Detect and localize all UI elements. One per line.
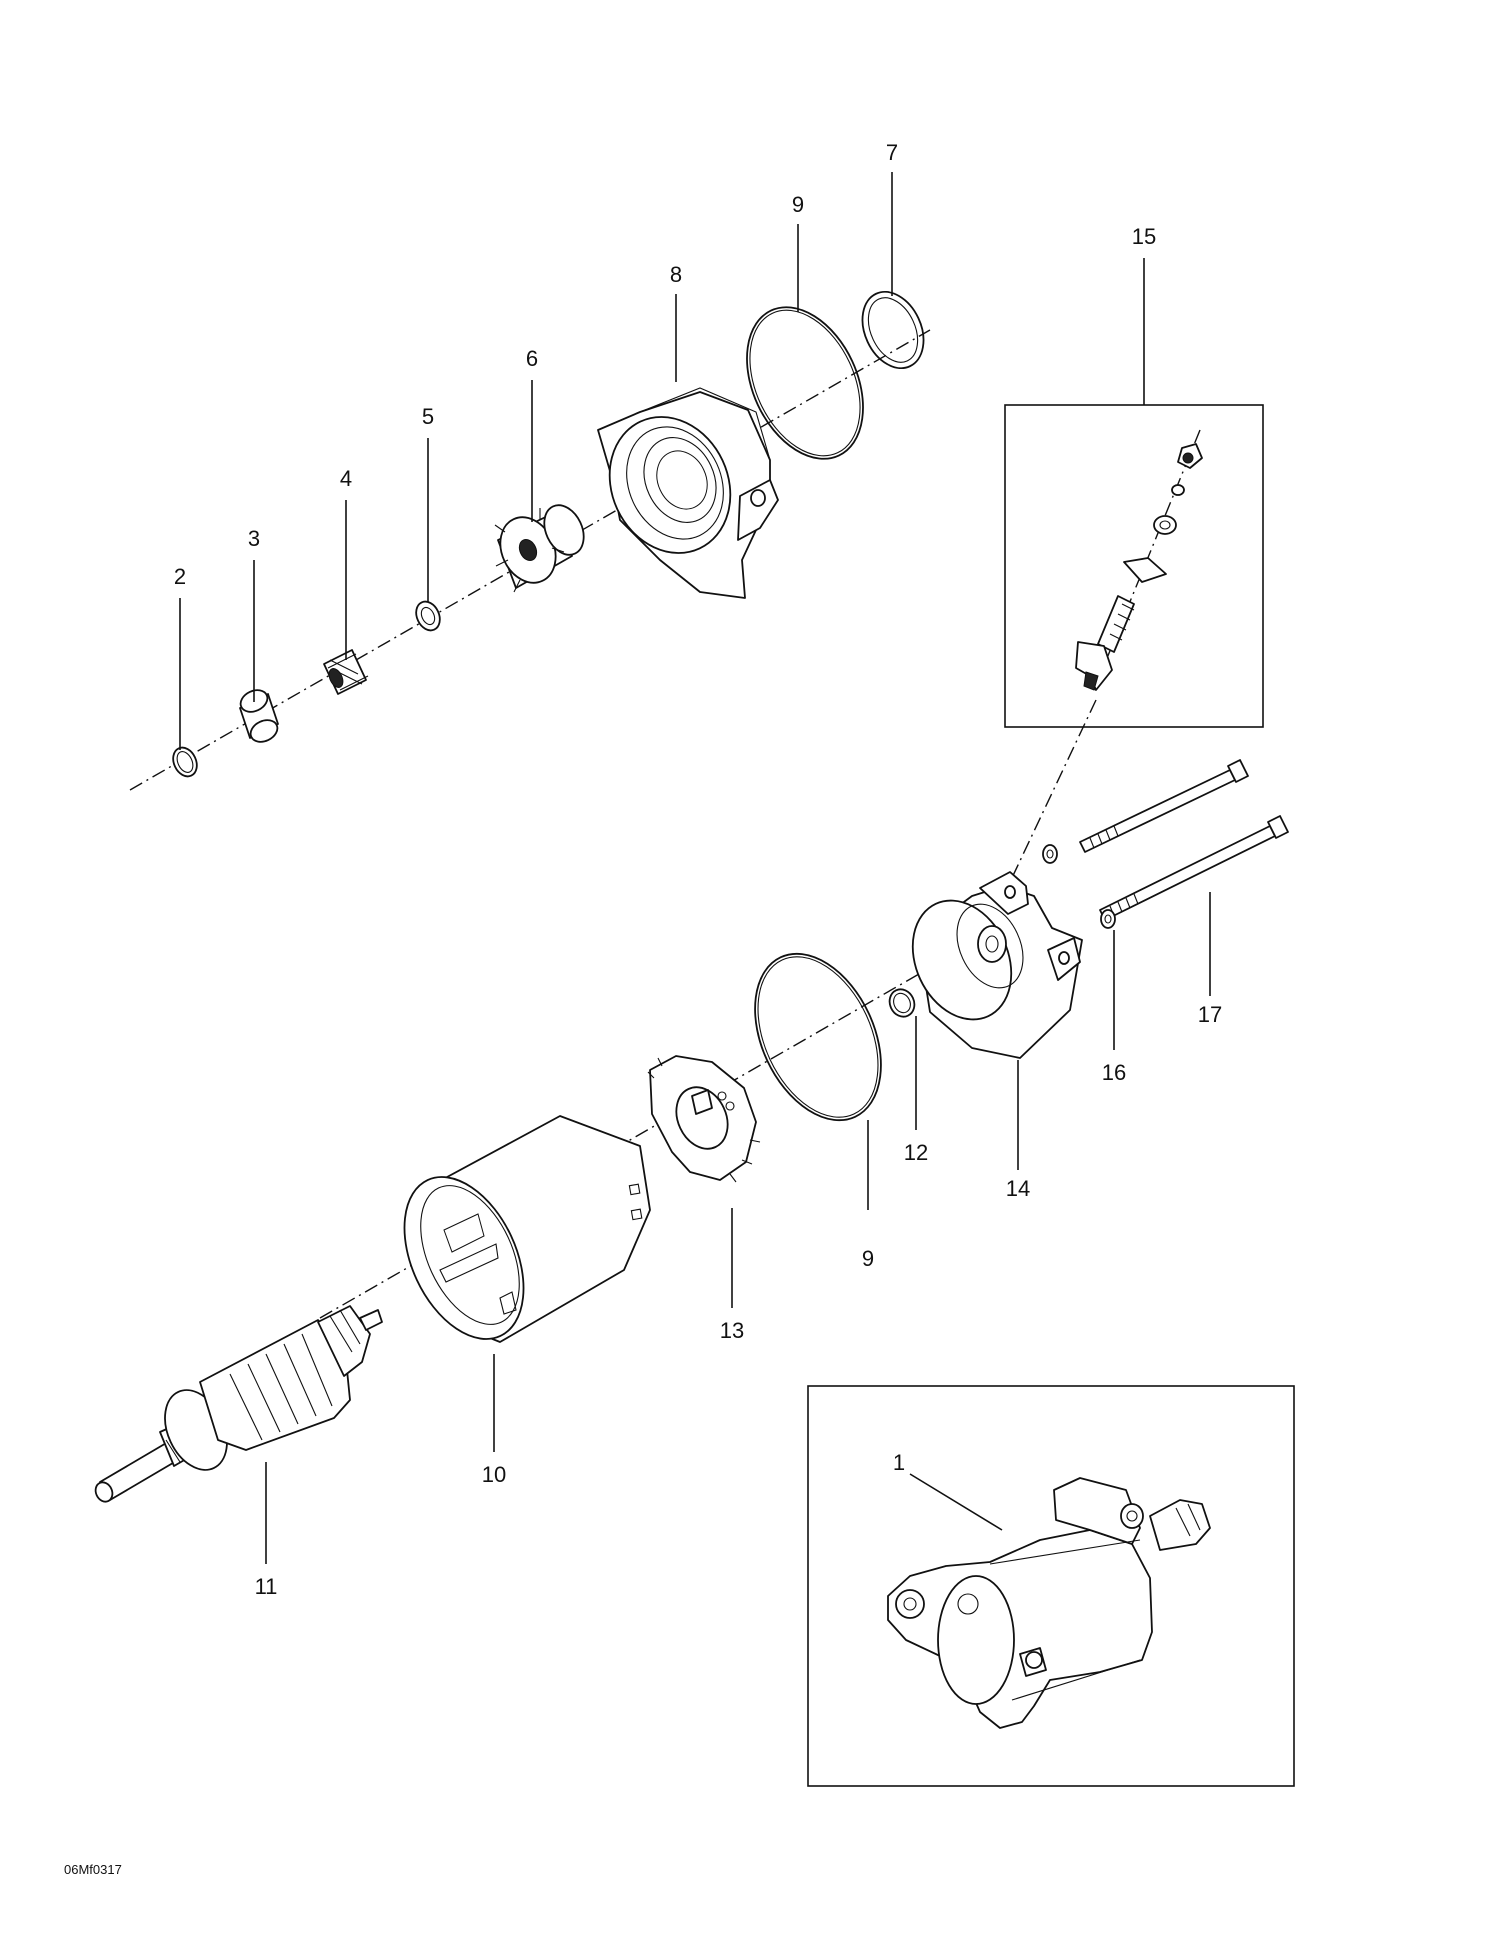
callout-4: 4 <box>340 466 352 491</box>
part-12-small-o-ring <box>888 988 916 1018</box>
callout-3: 3 <box>248 526 260 551</box>
callout-12: 12 <box>904 1140 928 1165</box>
callout-17: 17 <box>1198 1002 1222 1027</box>
callout-11: 11 <box>255 1574 278 1599</box>
callout-2: 2 <box>174 564 186 589</box>
inset-box-1 <box>807 1385 1295 1787</box>
callout-5: 5 <box>422 404 434 429</box>
part-17-through-bolts <box>1079 759 1289 921</box>
part-13-brush-plate <box>647 1055 761 1183</box>
inset-box-15 <box>1004 404 1264 728</box>
callout-10: 10 <box>482 1462 506 1487</box>
part-1-starter-assembly <box>887 1477 1211 1729</box>
figure-code: 06Mf0317 <box>64 1862 122 1877</box>
part-9-o-ring-lower <box>754 952 882 1122</box>
part-6-pinion-gear <box>494 504 585 593</box>
part-3-sleeve <box>239 689 279 743</box>
part-10-yoke-frame <box>403 1115 651 1343</box>
part-11-armature <box>94 1305 383 1503</box>
leader-lines <box>179 172 1211 1564</box>
callout-16: 16 <box>1102 1060 1126 1085</box>
part-14-end-cap <box>911 871 1083 1059</box>
part-7-seal-ring <box>861 290 925 370</box>
part-2-snap-ring <box>172 746 198 778</box>
part-5-washer <box>415 600 441 632</box>
callout-14: 14 <box>1006 1176 1030 1201</box>
callout-15: 15 <box>1132 224 1156 249</box>
part-4-spring <box>323 649 369 695</box>
part-15-terminal-kit <box>1075 429 1203 691</box>
callout-8: 8 <box>670 262 682 287</box>
part-16-lock-washers <box>1042 844 1116 929</box>
terminal-axis <box>1009 699 1097 883</box>
callout-9-lower: 9 <box>862 1246 874 1271</box>
part-9-o-ring-upper <box>746 306 864 460</box>
callout-6: 6 <box>526 346 538 371</box>
callout-7: 7 <box>886 140 898 165</box>
callout-9-upper: 9 <box>792 192 804 217</box>
callout-13: 13 <box>720 1318 744 1343</box>
part-8-drive-end-housing <box>597 387 779 599</box>
callout-1: 1 <box>893 1450 905 1475</box>
